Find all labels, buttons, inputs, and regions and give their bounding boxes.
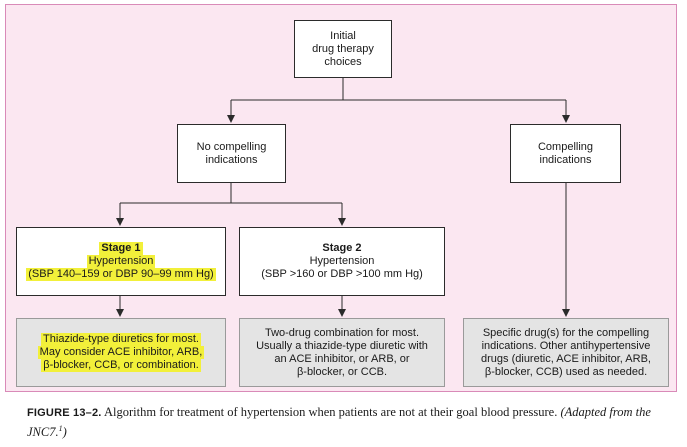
no-compelling-line-1: No compelling (196, 140, 267, 153)
caption-source: (Adapted from the JNC7. (27, 405, 651, 440)
stage2-treatment-line-2: Usually a thiazide-type diuretic with (256, 339, 428, 352)
stage1-treatment-line-3: β-blocker, CCB, or combination. (41, 359, 201, 372)
initial-therapy-line-3: choices (324, 55, 362, 68)
stage1-treatment-box: Thiazide-type diuretics for most. May co… (16, 318, 226, 387)
compelling-treatment-line-1: Specific drug(s) for the compelling (482, 326, 650, 339)
stage1-treatment-line-2: May consider ACE inhibitor, ARB, (37, 346, 205, 359)
stage1-treatment-line-1: Thiazide-type diuretics for most. (41, 333, 201, 346)
caption-source-ref: 1 (58, 424, 63, 433)
caption-text: Algorithm for treatment of hypertension … (101, 405, 561, 419)
stage1-line-1: Hypertension (86, 255, 156, 268)
compelling-box: Compelling indications (510, 124, 621, 183)
compelling-treatment-line-2: indications. Other antihypertensive (481, 339, 651, 352)
stage1-box: Stage 1 Hypertension (SBP 140–159 or DBP… (16, 227, 226, 296)
compelling-treatment-box: Specific drug(s) for the compelling indi… (463, 318, 669, 387)
compelling-line-2: indications (539, 153, 592, 166)
stage1-line-2: (SBP 140–159 or DBP 90–99 mm Hg) (26, 268, 216, 281)
initial-therapy-line-1: Initial (330, 29, 356, 42)
stage2-treatment-box: Two-drug combination for most. Usually a… (239, 318, 445, 387)
caption-source-end: ) (62, 425, 67, 440)
stage2-title: Stage 2 (322, 242, 362, 254)
stage2-treatment-line-3: an ACE inhibitor, or ARB, or (274, 352, 410, 365)
stage2-box: Stage 2 Hypertension (SBP >160 or DBP >1… (239, 227, 445, 296)
initial-therapy-line-2: drug therapy (312, 42, 374, 55)
figure-caption: FIGURE 13–2. Algorithm for treatment of … (27, 404, 667, 440)
stage2-treatment-line-4: β-blocker, or CCB. (296, 365, 388, 378)
compelling-treatment-line-3: drugs (diuretic, ACE inhibitor, ARB, (481, 352, 651, 365)
stage2-treatment-line-1: Two-drug combination for most. (264, 326, 420, 339)
stage2-line-1: Hypertension (309, 255, 375, 267)
initial-therapy-box: Initial drug therapy choices (294, 20, 392, 78)
no-compelling-box: No compelling indications (177, 124, 286, 183)
compelling-line-1: Compelling (537, 140, 594, 153)
compelling-treatment-line-4: β-blocker, CCB) used as needed. (484, 365, 648, 378)
no-compelling-line-2: indications (205, 153, 258, 166)
stage2-line-2: (SBP >160 or DBP >100 mm Hg) (261, 268, 423, 280)
figure-label: FIGURE 13–2. (27, 407, 102, 419)
stage1-title: Stage 1 (99, 242, 143, 255)
